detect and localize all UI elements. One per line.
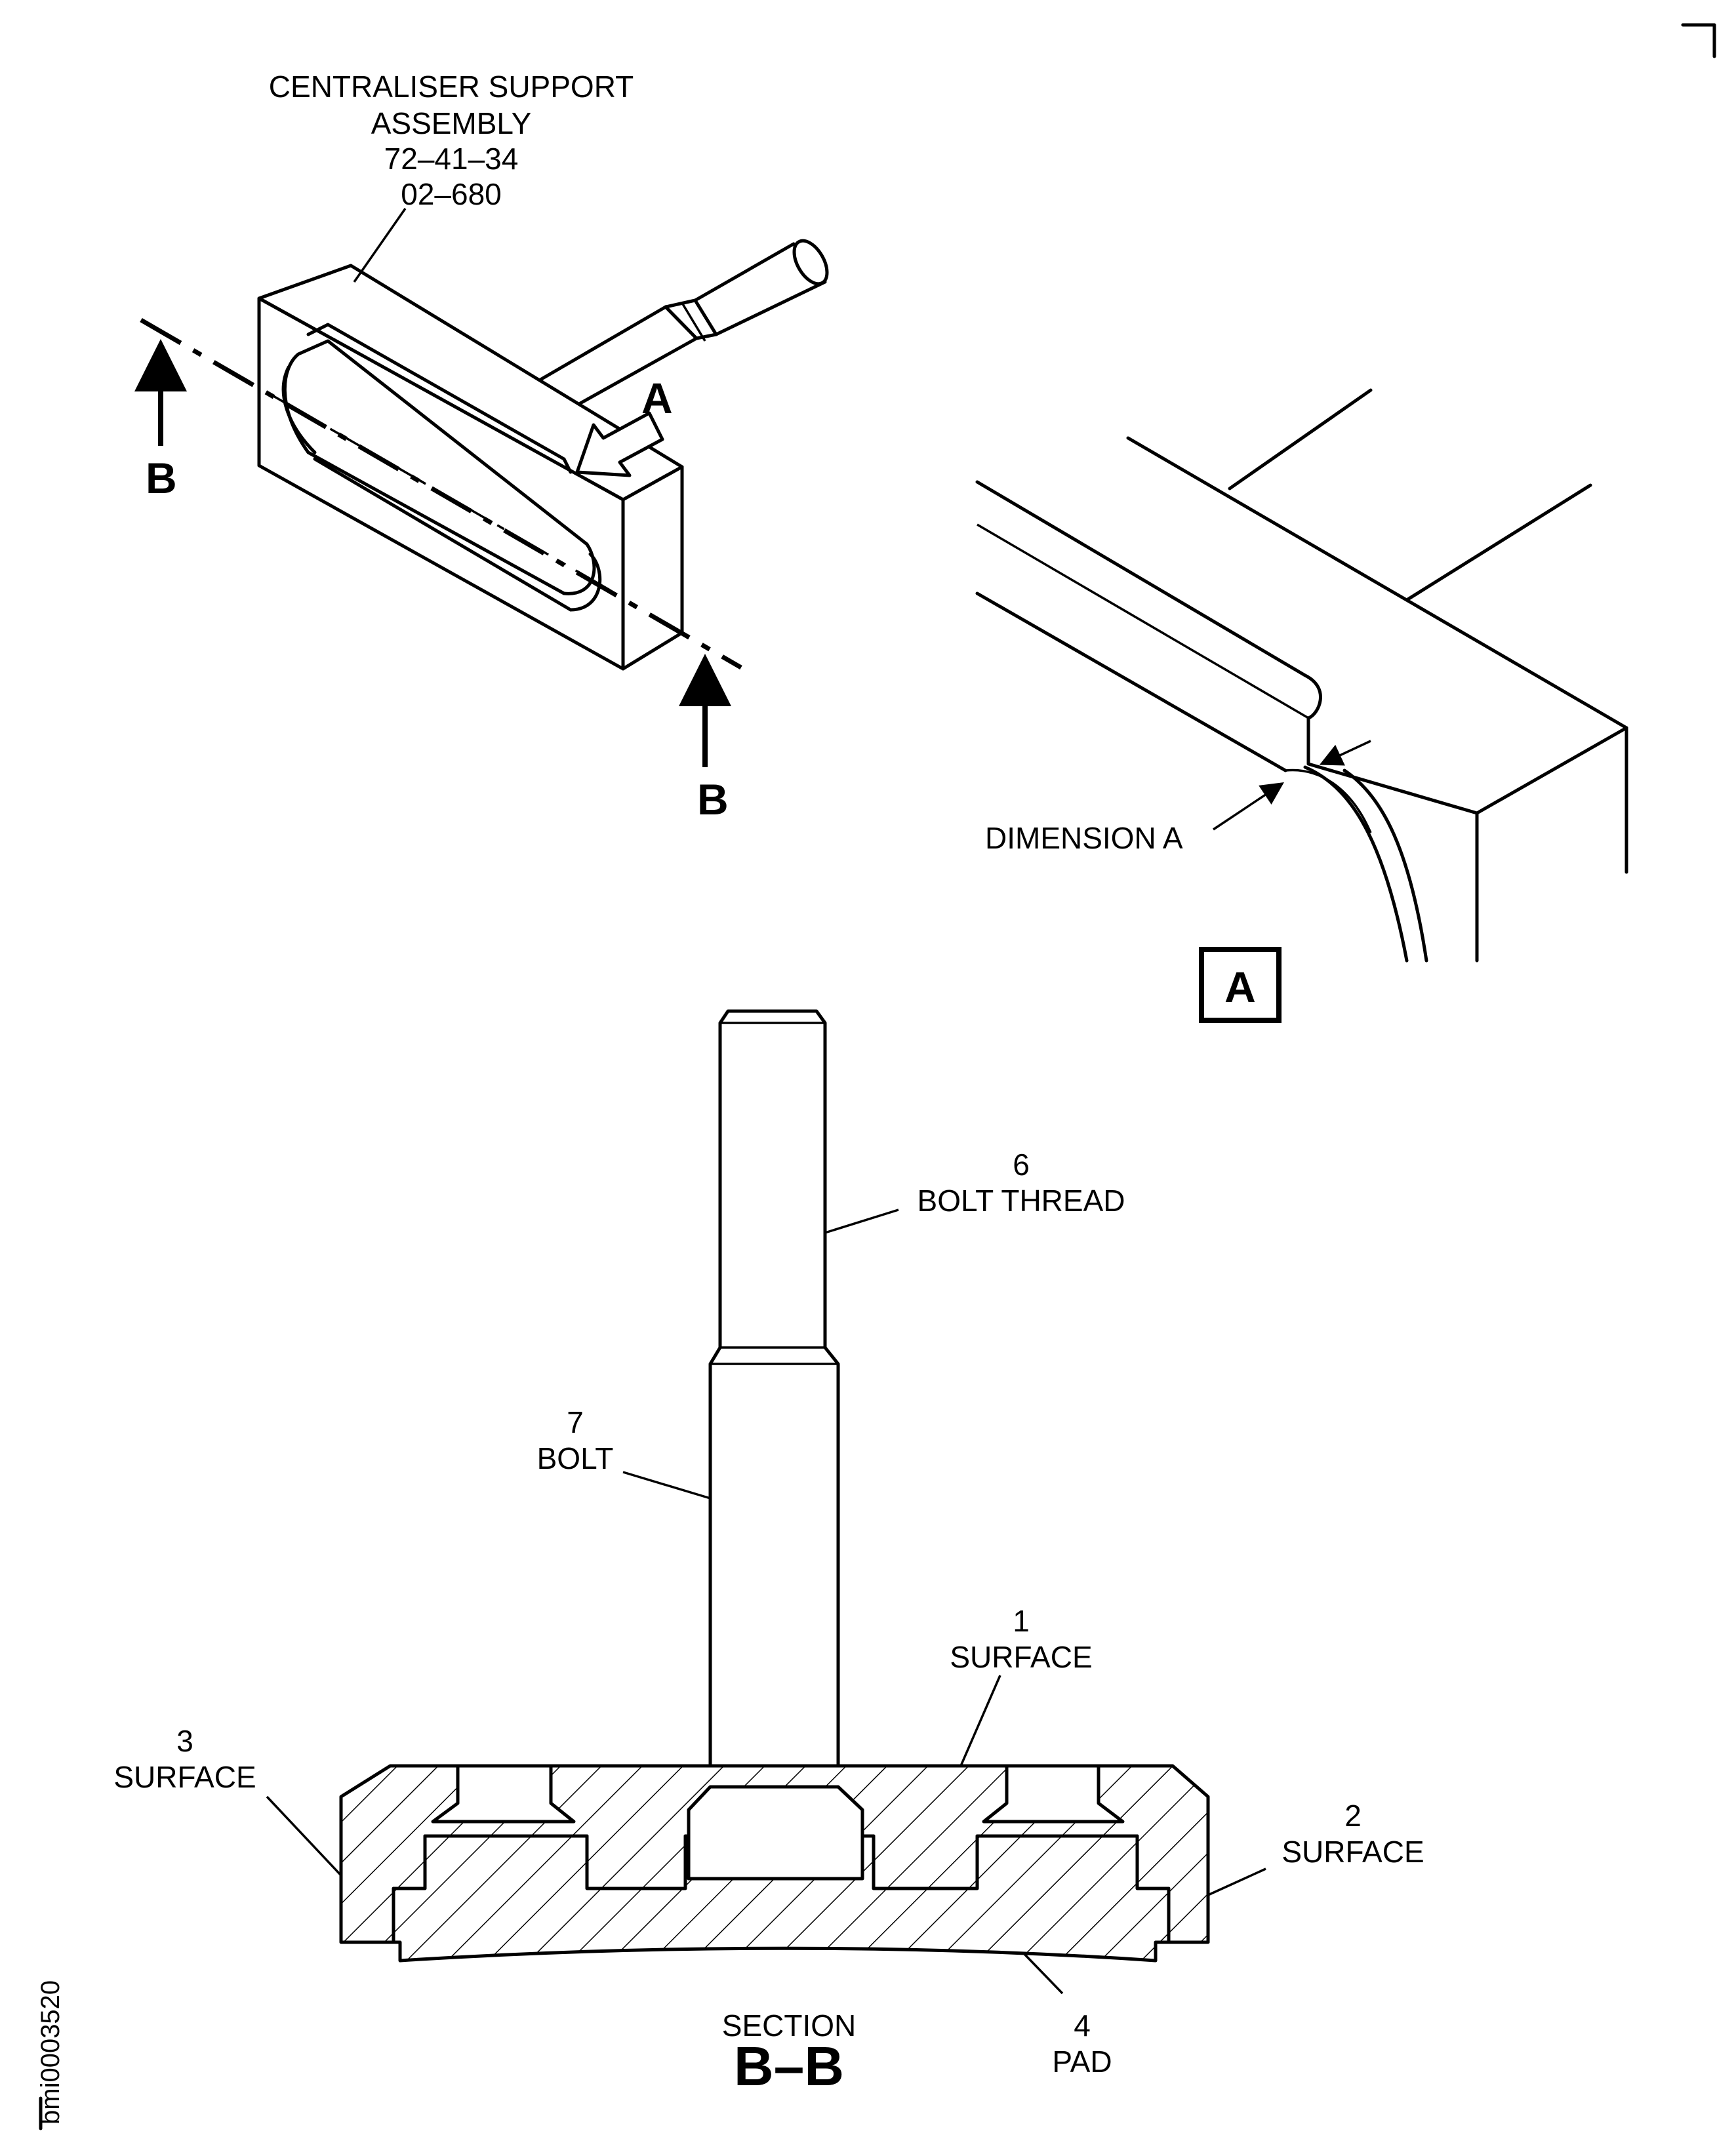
surface-3-number: 3 <box>176 1724 193 1758</box>
detail-view-label: A <box>1224 963 1256 1011</box>
section-pad <box>392 1834 1171 1963</box>
detail-view-box <box>1199 947 1282 1023</box>
isometric-block <box>257 264 684 671</box>
figure-id: bmi0003520 <box>36 1980 65 2125</box>
surface-2-label: SURFACE <box>1282 1835 1424 1869</box>
surface-3-label: SURFACE <box>113 1760 256 1794</box>
view-arrow-label: A <box>641 374 673 422</box>
counterbore-left <box>431 1764 576 1824</box>
bolt-thread-number: 6 <box>1013 1148 1030 1182</box>
dimension-a-label: DIMENSION A <box>985 821 1183 855</box>
svg-text:CENTRALISER SUPPORT: CENTRALISER SUPPORT <box>269 70 634 104</box>
surface-2-number: 2 <box>1344 1799 1362 1833</box>
isometric-view: A B B CENTRALISER SUPPORT ASSEMBLY 72–41… <box>134 70 829 824</box>
isometric-bolt-shaft <box>526 239 829 422</box>
section-marker-left: B <box>146 454 177 502</box>
surface-1-number: 1 <box>1013 1604 1030 1638</box>
corner-mark <box>1681 23 1716 58</box>
section-title-word: SECTION <box>722 2008 856 2043</box>
bolt-thread-label: BOLT THREAD <box>918 1184 1125 1218</box>
detail-view-a: DIMENSION A A <box>975 388 1628 1023</box>
surface-1-label: SURFACE <box>950 1640 1092 1674</box>
section-bolt <box>708 1009 840 1789</box>
assembly-callout: CENTRALISER SUPPORT ASSEMBLY 72–41–34 02… <box>269 70 634 211</box>
view-arrow-a <box>575 411 664 477</box>
section-title-id: B–B <box>734 2035 844 2097</box>
bolt-head-pocket <box>687 1785 864 1881</box>
svg-text:ASSEMBLY: ASSEMBLY <box>371 106 532 140</box>
section-cut-line <box>140 317 742 670</box>
pad-number: 4 <box>1074 2008 1091 2043</box>
svg-text:72–41–34: 72–41–34 <box>384 142 519 176</box>
svg-text:02–680: 02–680 <box>401 177 502 211</box>
assembly-leader <box>353 207 407 283</box>
bolt-number: 7 <box>567 1405 584 1439</box>
counterbore-right <box>982 1764 1125 1824</box>
section-b-b: 6 BOLT THREAD 7 BOLT 1 SURFACE 3 SURFACE… <box>113 1009 1424 2097</box>
pad-label: PAD <box>1052 2045 1112 2079</box>
bolt-label: BOLT <box>537 1441 614 1475</box>
section-marker-right: B <box>697 775 729 824</box>
